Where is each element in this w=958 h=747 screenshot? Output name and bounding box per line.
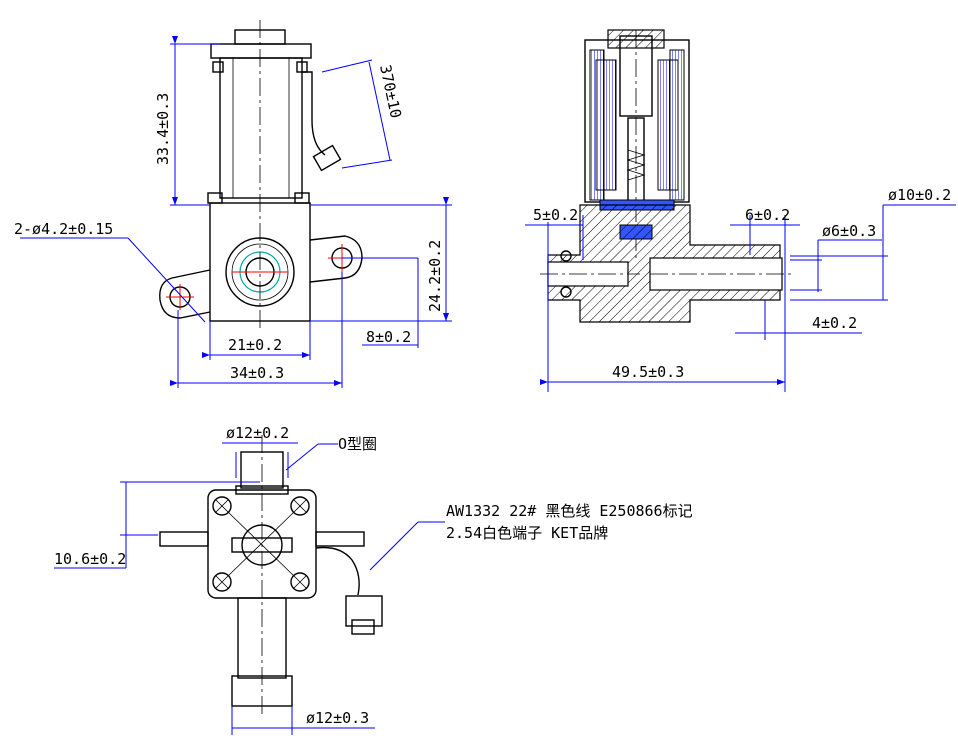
- dim-outlet-length: 6±0.2: [745, 206, 790, 224]
- dim-inlet-port: 5±0.2: [533, 206, 578, 224]
- dim-side-offset: 10.6±0.2: [54, 550, 126, 568]
- dim-height-body: 24.2±0.2: [426, 240, 444, 312]
- note-line-2: 2.54白色端子 KET品牌: [446, 524, 608, 542]
- dim-top-dia: ø12±0.2: [226, 424, 289, 442]
- bottom-view: ø12±0.2 O型圈 10.6±0.2 ø12±0.3 AW1332 22# …: [54, 424, 693, 735]
- dim-holes: 2-ø4.2±0.15: [14, 220, 113, 238]
- note-line-1: AW1332 22# 黑色线 E250866标记: [446, 502, 693, 520]
- dim-offset: 8±0.2: [366, 328, 411, 346]
- dim-height-top: 33.4±0.3: [154, 93, 172, 165]
- dim-barb: 4±0.2: [812, 314, 857, 332]
- section-view: 5±0.2 6±0.2 ø10±0.2 ø6±0.3 4±0.2 49.5±0.…: [525, 29, 956, 392]
- oring-label: O型圈: [338, 435, 377, 453]
- dim-body-width: 21±0.2: [228, 336, 282, 354]
- side-view: 33.4±0.3 370±10 2-ø4.2±0.15 24.2±0.2 21±…: [14, 20, 452, 388]
- dim-total-width: 34±0.3: [230, 364, 284, 382]
- dim-bottom-dia: ø12±0.3: [306, 709, 369, 727]
- dim-outlet-dia-inner: ø6±0.3: [822, 222, 876, 240]
- dim-total-length: 49.5±0.3: [612, 363, 684, 381]
- dim-wire: 370±10: [376, 63, 405, 120]
- dim-outlet-dia-outer: ø10±0.2: [888, 186, 951, 204]
